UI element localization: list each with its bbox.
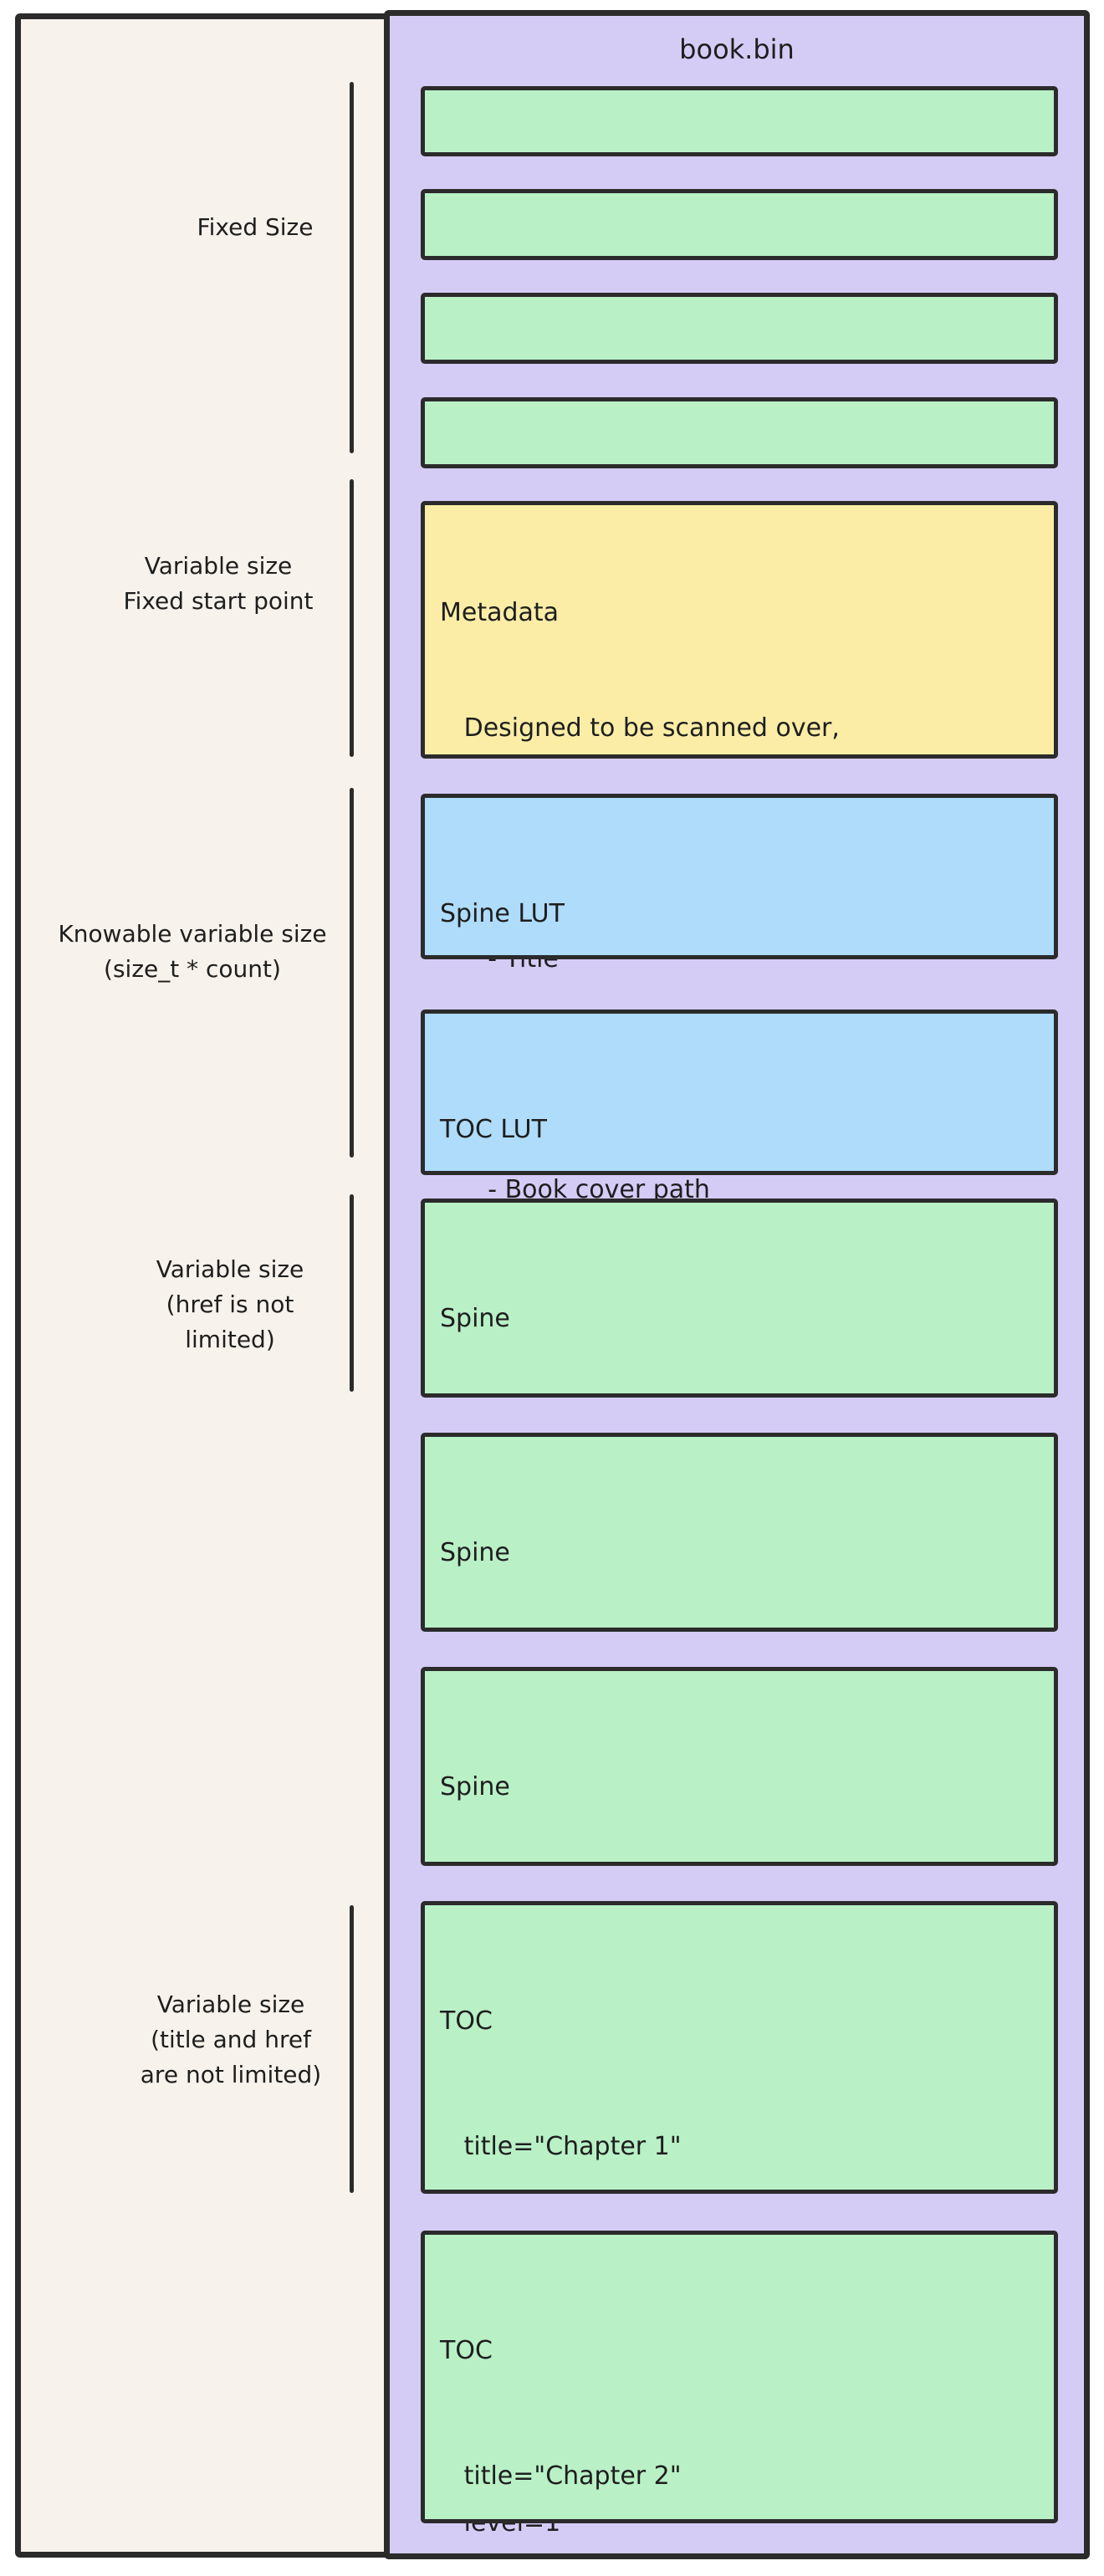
section-label-line: (size_t * count)	[104, 955, 281, 983]
box-line: title="Chapter 1"	[440, 2132, 682, 2161]
field-box-toc-count: TOC count	[421, 397, 1058, 532]
box-line: TOC	[440, 2336, 493, 2365]
section-label-line: Variable size	[144, 552, 293, 580]
bracket-fixed-size	[350, 82, 354, 453]
section-label-line: Knowable variable size	[58, 920, 327, 948]
section-label-knowable-variable: Knowable variable size (size_t * count)	[42, 917, 343, 987]
box-line: Metadata	[440, 598, 560, 627]
spine-item-box-3: Spine href="text/part2.html" cumSize=123…	[421, 1667, 1058, 2178]
box-line: Spine	[440, 1538, 510, 1567]
section-label-variable-fixed-start: Variable size Fixed start point	[68, 549, 369, 619]
box-line: Spine	[440, 1304, 510, 1333]
box-line: TOC LUT	[440, 1115, 547, 1144]
bracket-knowable-variable	[350, 788, 354, 1158]
toc-item-box-1: TOC title="Chapter 1" href="text/part1.h…	[421, 1901, 1058, 2538]
section-label-line: Fixed start point	[123, 587, 314, 615]
box-line: Spine	[440, 1772, 510, 1802]
spine-lut-box: Spine LUT size_t item per spine item poi…	[421, 794, 1058, 1179]
box-line: Designed to be scanned over,	[440, 713, 840, 743]
spine-item-box-2: Spine href="text/part1_01.html" cumSize=…	[421, 1433, 1058, 1944]
section-label-line: limited)	[185, 1326, 275, 1353]
bracket-variable-fixed-start	[350, 479, 354, 757]
box-line: title="Chapter 2"	[440, 2461, 682, 2491]
section-label-variable-title-href: Variable size (title and href are not li…	[80, 1987, 381, 2093]
section-label-line: are not limited)	[140, 2061, 322, 2088]
section-label-line: Variable size	[156, 1991, 305, 2018]
bracket-variable-href	[350, 1194, 354, 1392]
toc-lut-box: TOC LUT size_t item per TOC item pointin…	[421, 1009, 1058, 1395]
toc-item-box-2: TOC title="Chapter 2" href="text/part2.h…	[421, 2231, 1058, 2523]
field-box-version: VERSION = 1	[421, 86, 1058, 221]
section-label-line: Variable size	[156, 1255, 304, 1283]
metadata-box: Metadata Designed to be scanned over, or…	[421, 501, 1058, 1204]
panel-title: book.bin	[679, 33, 795, 65]
book-bin-panel: book.bin VERSION = 1 LUT Offset Spine co…	[384, 10, 1090, 2559]
section-label-line: (title and href	[151, 2026, 311, 2053]
box-line: Spine LUT	[440, 899, 565, 928]
section-label-variable-href: Variable size (href is not limited)	[79, 1252, 381, 1357]
section-label-line: Fixed Size	[197, 213, 314, 241]
section-label-line: (href is not	[166, 1291, 294, 1318]
section-label-fixed-size: Fixed Size	[105, 210, 406, 245]
box-line: TOC	[440, 2006, 493, 2036]
spine-item-box-1: Spine href="text/part1.html" cumSize=123…	[421, 1199, 1058, 1710]
bracket-variable-title-href	[350, 1905, 354, 2193]
field-box-lut-offset: LUT Offset	[421, 189, 1058, 324]
field-box-spine-count: Spine count	[421, 293, 1058, 427]
